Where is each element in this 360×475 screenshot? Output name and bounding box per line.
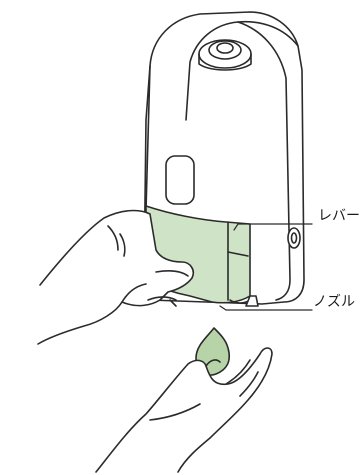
lever-callout-label: レバー	[318, 208, 360, 224]
nozzle-leader-line	[220, 306, 312, 310]
level-window	[166, 156, 194, 204]
nozzle-callout-label: ノズル	[313, 294, 355, 310]
side-screw	[288, 228, 300, 248]
